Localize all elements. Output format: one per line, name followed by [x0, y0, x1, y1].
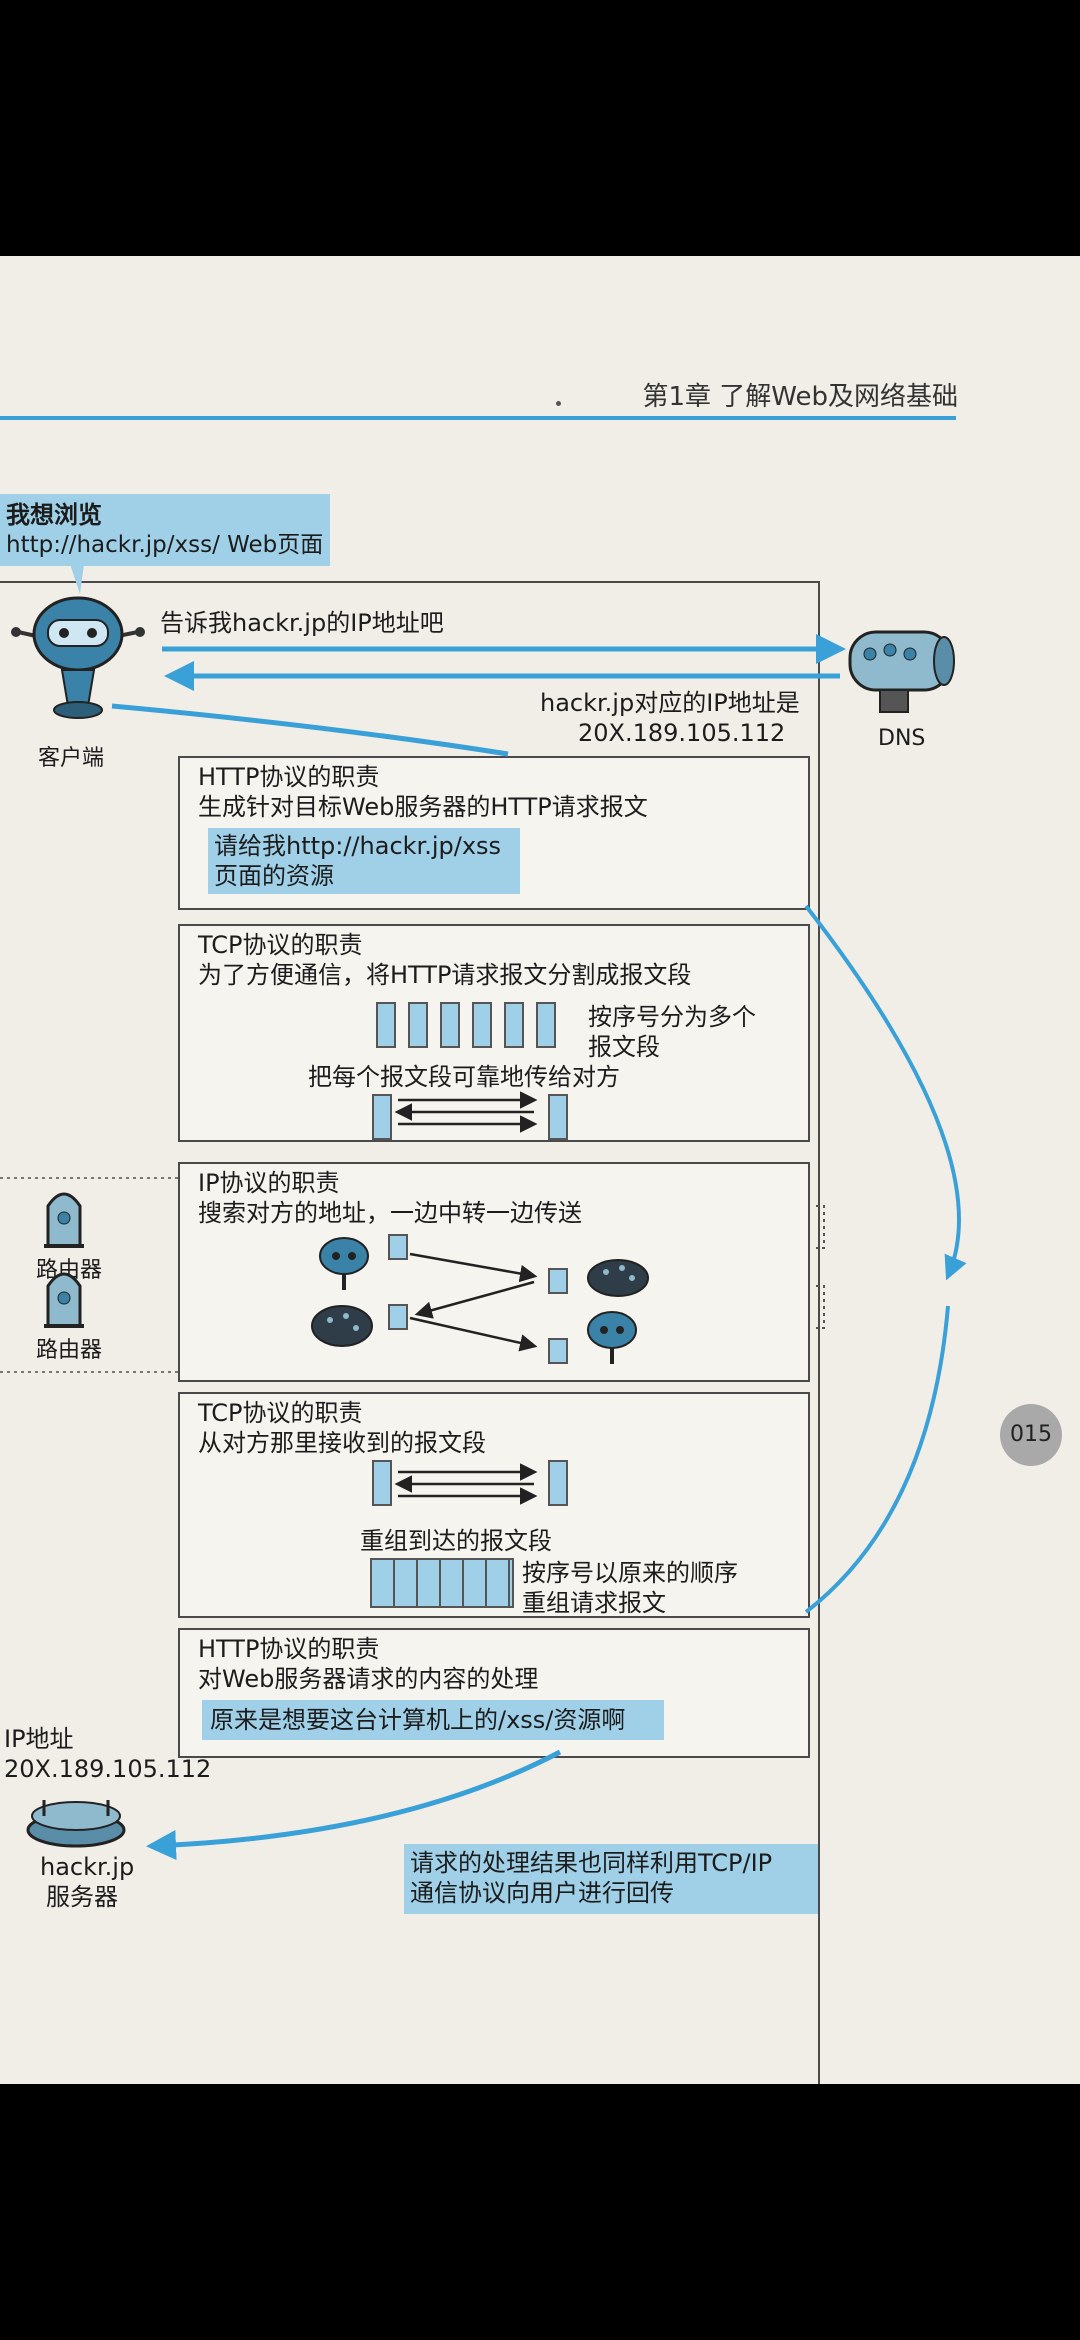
server-label-line1: hackr.jp [40, 1853, 135, 1881]
ip-desc: 搜索对方的地址，一边中转一边传送 [198, 1199, 582, 1227]
chapter-header: 第1章 了解Web及网络基础 [642, 382, 959, 412]
return-callout: 请求的处理结果也同样利用TCP/IP 通信协议向用户进行回传 [404, 1844, 818, 1914]
http-send-title: HTTP协议的职责 [198, 763, 380, 791]
http-send-callout-line2: 页面的资源 [214, 862, 334, 890]
tcp-recv-note2-line1: 按序号以原来的顺序 [522, 1559, 738, 1587]
tcp-recv-desc: 从对方那里接收到的报文段 [198, 1429, 486, 1457]
diagram-frame [0, 581, 820, 2084]
small-robot-icon [587, 1311, 637, 1364]
dns-response-line2: 20X.189.105.112 [578, 719, 786, 747]
segment-receiver [548, 1094, 568, 1140]
tcp-send-note2: 把每个报文段可靠地传给对方 [308, 1063, 620, 1091]
page-mark [556, 401, 561, 406]
http-recv-desc: 对Web服务器请求的内容的处理 [198, 1665, 539, 1693]
reassembled-segments [370, 1558, 514, 1608]
segment [472, 1002, 492, 1048]
segment [536, 1002, 556, 1048]
return-arrow [146, 1749, 562, 1861]
tcp-send-box: TCP协议的职责 为了方便通信，将HTTP请求报文分割成报文段 按序号分为多个 … [178, 924, 810, 1142]
tcp-recv-note: 重组到达的报文段 [360, 1527, 552, 1555]
client-robot-icon [11, 596, 145, 719]
router-icon [44, 1192, 84, 1248]
http-send-desc: 生成针对目标Web服务器的HTTP请求报文 [198, 793, 648, 821]
packet [388, 1304, 408, 1330]
turtle-node-icon [311, 1305, 373, 1347]
flow-arc-down [804, 904, 967, 1281]
http-recv-title: HTTP协议的职责 [198, 1635, 380, 1663]
dns-server-icon [848, 630, 955, 713]
http-recv-box: HTTP协议的职责 对Web服务器请求的内容的处理 原来是想要这台计算机上的/x… [178, 1628, 810, 1758]
segment-sender [372, 1094, 392, 1140]
router-label-2: 路由器 [36, 1338, 103, 1363]
segment [376, 1002, 396, 1048]
client-speech-line2: http://hackr.jp/xss/ Web页面 [6, 532, 324, 558]
book-page: 第1章 了解Web及网络基础 我想浏览 http://hackr.jp/xss/… [0, 256, 1080, 2084]
segment-sender [372, 1460, 392, 1506]
server-ip-label: IP地址 [4, 1725, 74, 1753]
return-line2: 通信协议向用户进行回传 [410, 1879, 674, 1907]
flow-curve-start [111, 703, 509, 757]
tcp-recv-title: TCP协议的职责 [198, 1399, 363, 1427]
relay-arrow [409, 1252, 538, 1283]
packet [548, 1338, 568, 1364]
network-bracket [816, 1285, 825, 1329]
speech-tail [70, 564, 84, 594]
segment-receiver [548, 1460, 568, 1506]
small-robot-icon [319, 1237, 369, 1290]
tcp-send-note-line2: 报文段 [588, 1033, 660, 1061]
tcp-send-note-line1: 按序号分为多个 [588, 1003, 756, 1031]
client-speech-bubble: 我想浏览 http://hackr.jp/xss/ Web页面 [0, 494, 330, 566]
tcp-send-desc: 为了方便通信，将HTTP请求报文分割成报文段 [198, 961, 692, 989]
router-icon [44, 1272, 84, 1328]
page-number: 015 [1000, 1404, 1062, 1466]
tcp-send-title: TCP协议的职责 [198, 931, 363, 959]
http-recv-callout-text: 原来是想要这台计算机上的/xss/资源啊 [210, 1706, 626, 1734]
flow-arc-up [804, 1305, 950, 1614]
dns-label: DNS [878, 726, 926, 751]
segment [440, 1002, 460, 1048]
segment [504, 1002, 524, 1048]
return-line1: 请求的处理结果也同样利用TCP/IP [410, 1849, 773, 1877]
web-server-icon [26, 1800, 126, 1848]
tcp-recv-box: TCP协议的职责 从对方那里接收到的报文段 重组到达的报文段 按序号以原来的顺序… [178, 1392, 810, 1618]
client-label: 客户端 [38, 746, 105, 771]
packet [548, 1268, 568, 1294]
ip-title: IP协议的职责 [198, 1169, 340, 1197]
relay-arrow [409, 1316, 538, 1352]
http-recv-callout: 原来是想要这台计算机上的/xss/资源啊 [202, 1700, 664, 1740]
ip-box: IP协议的职责 搜索对方的地址，一边中转一边传送 [178, 1162, 810, 1382]
dns-request-text: 告诉我hackr.jp的IP地址吧 [160, 609, 444, 637]
server-label-line2: 服务器 [46, 1883, 118, 1911]
http-send-callout-line1: 请给我http://hackr.jp/xss [214, 832, 502, 860]
network-bracket [816, 1205, 825, 1249]
http-send-callout: 请给我http://hackr.jp/xss 页面的资源 [208, 828, 520, 894]
dns-response-line1: hackr.jp对应的IP地址是 [540, 689, 800, 717]
client-speech-line1: 我想浏览 [6, 501, 102, 529]
relay-arrow [414, 1280, 535, 1319]
server-ip-value: 20X.189.105.112 [4, 1755, 212, 1783]
turtle-node-icon [587, 1259, 649, 1297]
http-send-box: HTTP协议的职责 生成针对目标Web服务器的HTTP请求报文 请给我http:… [178, 756, 810, 910]
header-rule [0, 416, 956, 420]
diagram-drawing [0, 564, 967, 1861]
packet [388, 1234, 408, 1260]
segment [408, 1002, 428, 1048]
tcp-recv-note2-line2: 重组请求报文 [522, 1589, 666, 1617]
